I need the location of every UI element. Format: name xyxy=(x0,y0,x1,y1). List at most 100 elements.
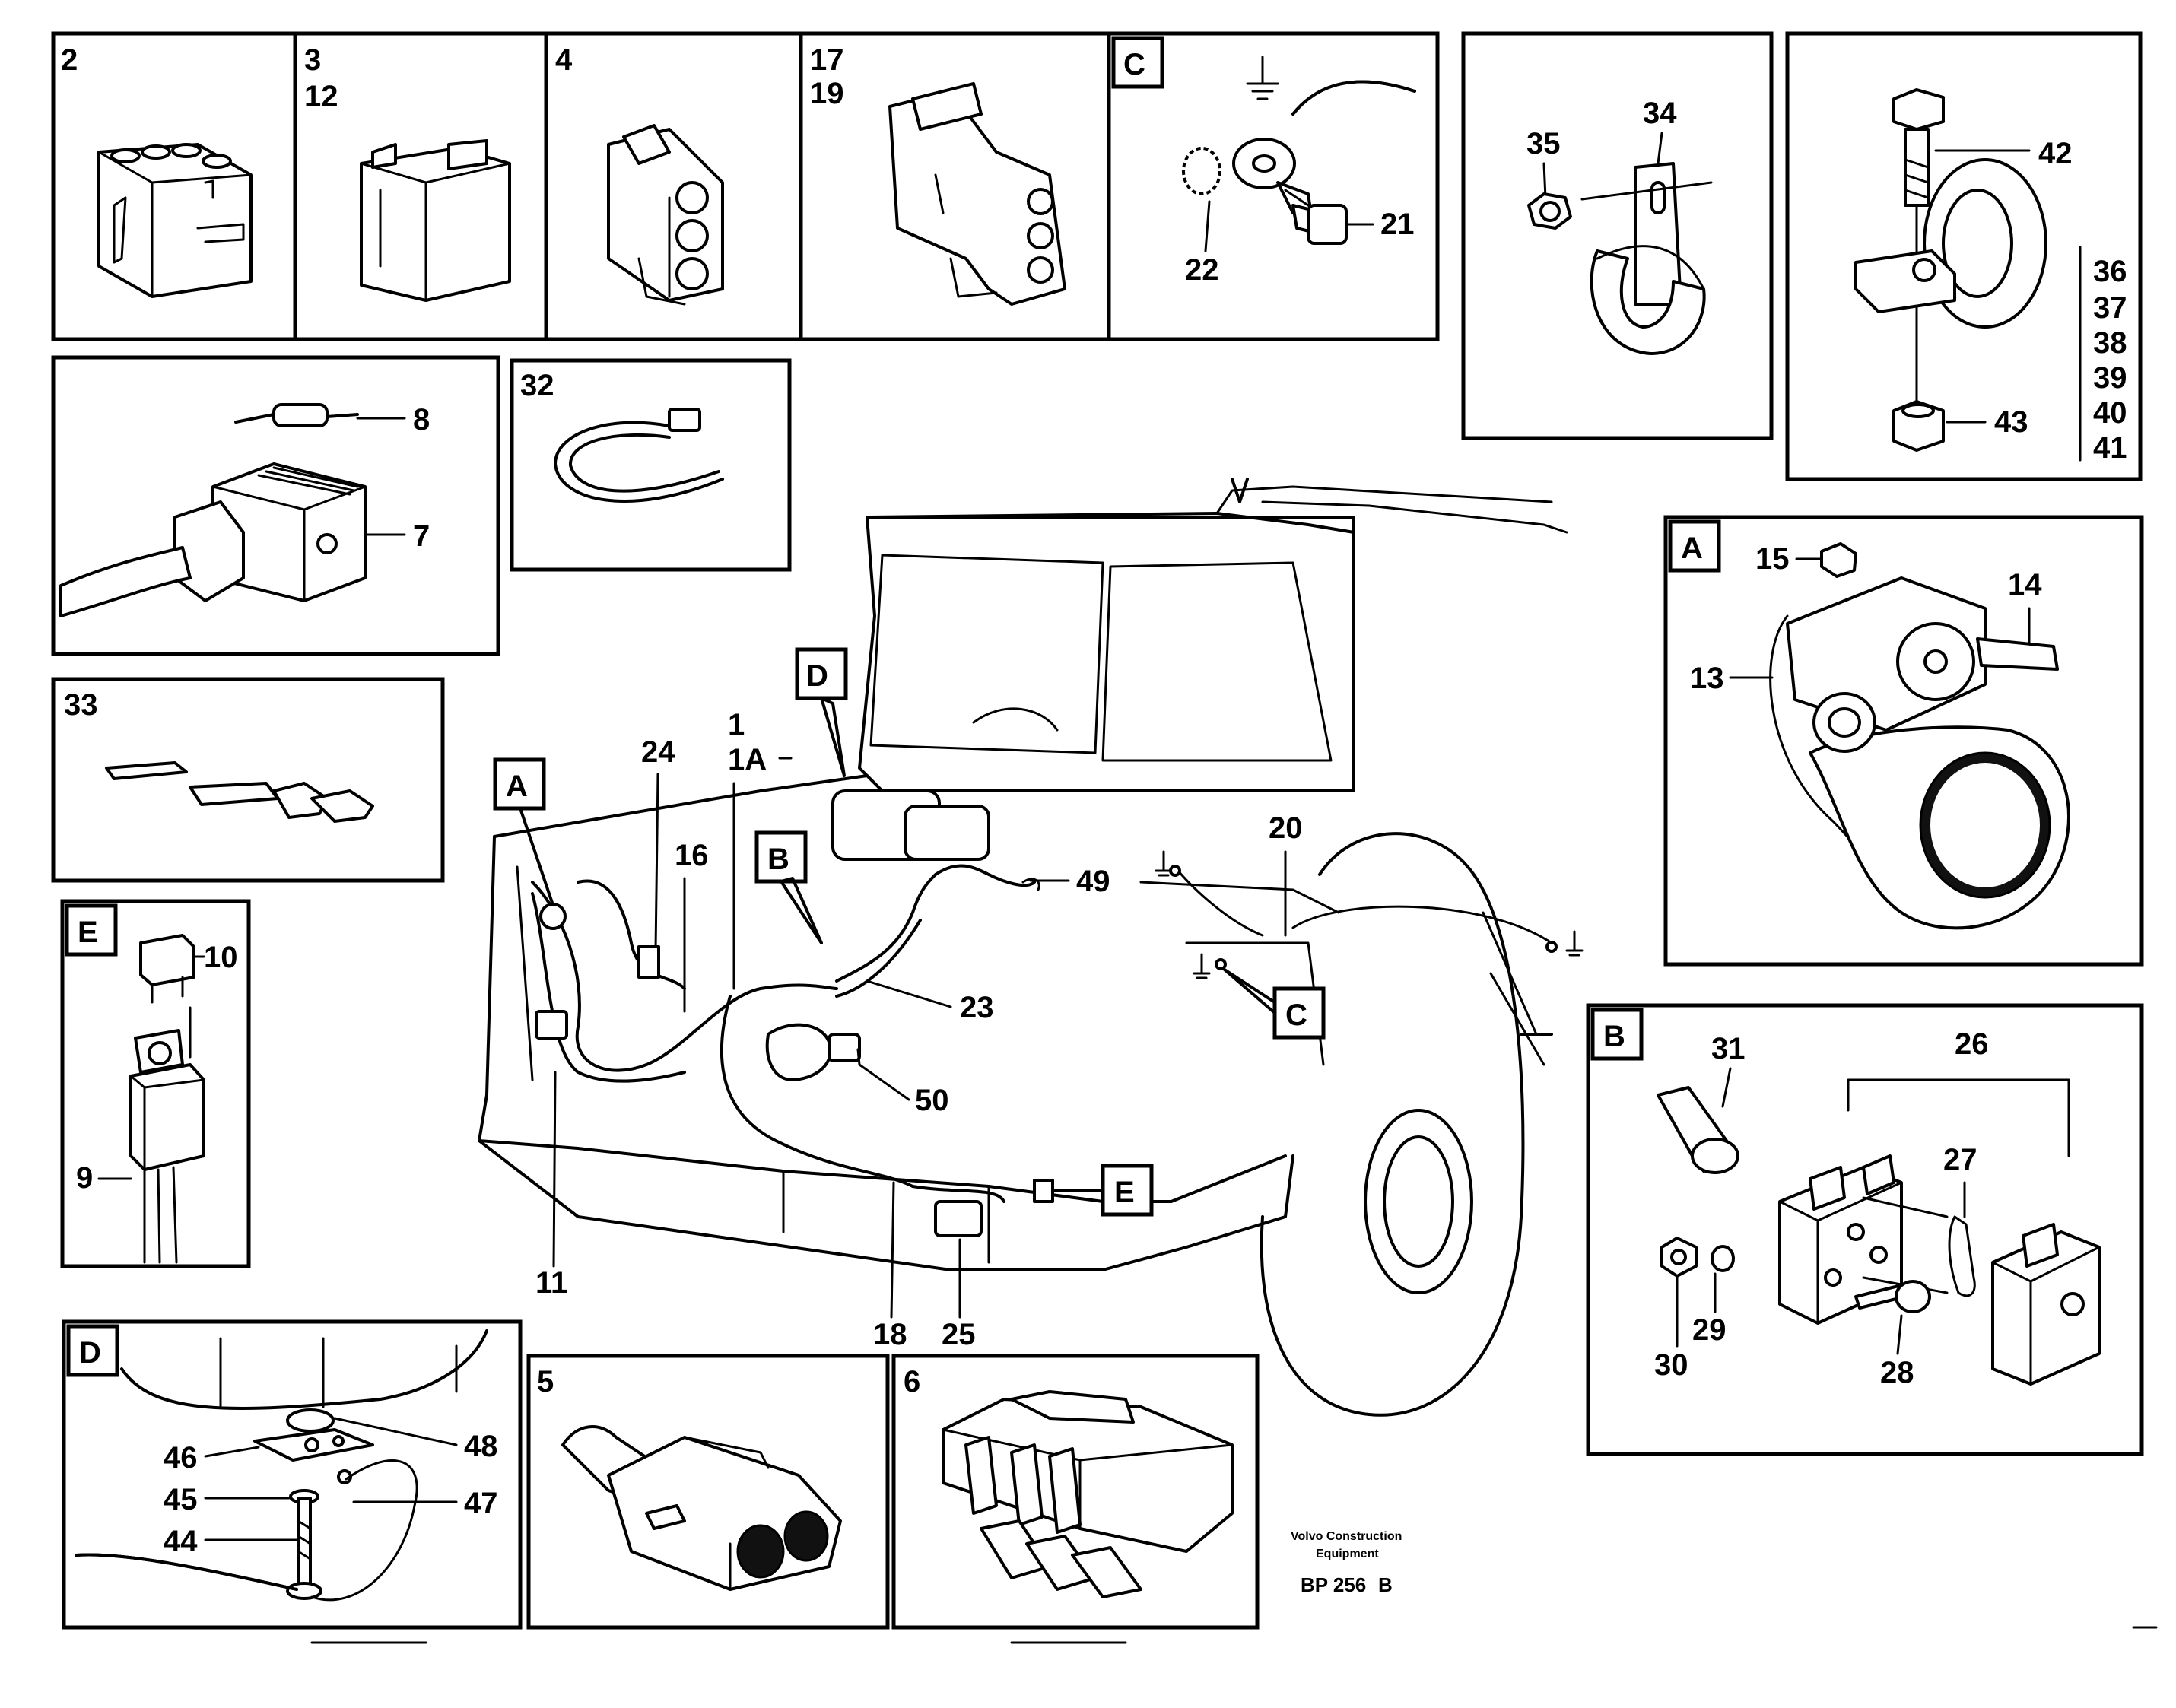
part-number-36: 36 xyxy=(2093,255,2127,288)
panel-connector-5: 5 xyxy=(526,1354,890,1630)
part-number-11: 11 xyxy=(535,1266,567,1300)
part-number-22: 22 xyxy=(1185,253,1219,287)
cable-tie-32-drawing xyxy=(554,408,724,503)
part-number-30: 30 xyxy=(1654,1348,1688,1382)
part-number-34: 34 xyxy=(1643,97,1677,130)
cab-drawing xyxy=(858,478,1568,792)
part-number-39: 39 xyxy=(2093,361,2127,395)
part-number-42: 42 xyxy=(2038,137,2073,170)
part-number-41: 41 xyxy=(2093,431,2127,465)
connector-17-drawing xyxy=(888,82,1066,306)
part-number-9: 9 xyxy=(76,1161,93,1195)
part-number-4: 4 xyxy=(555,43,573,77)
part-number-17: 17 xyxy=(810,43,844,77)
part-number-13: 13 xyxy=(1690,662,1724,695)
part-number-16: 16 xyxy=(675,839,709,872)
panel-connector-17-19: 17 19 xyxy=(799,31,1111,341)
part-number-8: 8 xyxy=(413,403,430,437)
part-number-5: 5 xyxy=(537,1365,554,1398)
connector-6-drawing xyxy=(942,1390,1234,1598)
ground-symbol-icon xyxy=(1246,56,1279,100)
panel-horn-A: A 15 14 13 xyxy=(1663,515,2144,967)
nut-30-drawing xyxy=(1660,1237,1735,1278)
panel-valve-connector-7: 8 7 xyxy=(51,355,500,656)
part-number-18: 18 xyxy=(873,1318,907,1351)
part-number-20: 20 xyxy=(1269,811,1303,845)
part-number-27: 27 xyxy=(1943,1143,1977,1176)
body-drawing xyxy=(478,774,1340,1271)
part-number-29: 29 xyxy=(1692,1313,1727,1347)
connector-2-drawing xyxy=(97,143,253,298)
ground-stud-drawing xyxy=(75,1329,488,1602)
panel-fuse-holder-B: B 31 26 27 30 xyxy=(1586,1003,2144,1456)
panel-connector-4: 4 xyxy=(544,31,803,341)
panel-relay-E: E 10 9 xyxy=(60,899,251,1268)
part-number-3: 3 xyxy=(304,43,321,77)
callout-letter-E: E xyxy=(78,916,98,949)
part-number-47: 47 xyxy=(464,1487,498,1520)
panel-connector-3-12: 3 12 xyxy=(293,31,548,341)
title-block: Volvo Construction Equipment BP 256 B xyxy=(310,1530,2158,1644)
valve-connector-7-drawing xyxy=(59,462,367,617)
part-number-44: 44 xyxy=(164,1525,198,1558)
part-number-23: 23 xyxy=(960,991,994,1024)
part-number-1: 1 xyxy=(728,708,745,741)
part-number-19: 19 xyxy=(810,77,844,110)
part-number-21: 21 xyxy=(1380,208,1415,241)
part-number-7: 7 xyxy=(413,519,430,553)
part-number-38: 38 xyxy=(2093,326,2127,360)
part-number-45: 45 xyxy=(164,1483,198,1516)
part-number-12: 12 xyxy=(304,80,338,113)
callout-box-A xyxy=(493,757,546,811)
part-number-6: 6 xyxy=(904,1365,920,1398)
main-callout-E: E xyxy=(1114,1176,1135,1209)
part-number-35: 35 xyxy=(1526,127,1561,160)
panel-ground-cable-C: C 22 21 xyxy=(1107,31,1440,341)
wheel-drawing xyxy=(1260,832,1553,1417)
part-number-33: 33 xyxy=(64,688,98,722)
drawing-revision: B xyxy=(1378,1573,1393,1596)
horn-13-drawing xyxy=(1769,576,2070,930)
part-number-32: 32 xyxy=(520,369,554,402)
ground-symbol-icon xyxy=(1155,850,1181,877)
boot-31-drawing xyxy=(1657,1086,1739,1174)
fuse-10-drawing xyxy=(139,934,195,1004)
part-number-49: 49 xyxy=(1076,865,1110,898)
machine-overview: A D B C E 24 1 1A 16 49 20 23 50 11 xyxy=(478,478,1584,1417)
callout-letter-A: A xyxy=(1681,532,1703,565)
part-number-28: 28 xyxy=(1880,1356,1914,1389)
fuse-holder-26-drawing xyxy=(1778,1154,2101,1386)
ground-symbol-icon xyxy=(1545,930,1584,957)
grommet-36-drawing xyxy=(1854,158,2047,329)
part-number-48: 48 xyxy=(464,1430,498,1463)
panel-clamp-34: 35 34 xyxy=(1461,31,1774,440)
part-number-50: 50 xyxy=(915,1084,949,1117)
panel-grounding-D: D 48 46 45 47 44 xyxy=(62,1319,523,1630)
nut-43-drawing xyxy=(1892,400,1945,452)
maker-line-2: Equipment xyxy=(1316,1548,1379,1560)
part-number-24: 24 xyxy=(641,735,675,769)
part-number-1A: 1A xyxy=(728,743,767,776)
part-number-37: 37 xyxy=(2093,291,2127,325)
connector-5-drawing xyxy=(561,1425,842,1591)
callout-box-C xyxy=(1272,986,1326,1040)
ground-symbol-icon xyxy=(1193,953,1227,979)
ground-cable-drawing xyxy=(1182,80,1416,245)
main-callout-C: C xyxy=(1285,998,1307,1032)
part-number-31: 31 xyxy=(1711,1032,1746,1065)
diode-8-drawing xyxy=(234,403,359,427)
maker-line-1: Volvo Construction xyxy=(1291,1530,1402,1543)
part-number-2: 2 xyxy=(61,43,78,77)
part-number-14: 14 xyxy=(2008,568,2042,602)
panel-grommet-42: 42 36 37 38 39 40 41 43 xyxy=(1785,31,2143,481)
part-number-10: 10 xyxy=(204,941,238,974)
wiring-harness-drawing xyxy=(531,789,1553,1237)
clamp-34-drawing xyxy=(1580,162,1713,355)
panel-cable-tie-32: 32 xyxy=(510,358,792,572)
part-number-15: 15 xyxy=(1755,542,1790,576)
main-callout-A: A xyxy=(506,770,528,803)
part-number-26: 26 xyxy=(1955,1027,1989,1061)
part-number-43: 43 xyxy=(1994,405,2028,439)
terminal-33-drawing xyxy=(105,761,374,823)
